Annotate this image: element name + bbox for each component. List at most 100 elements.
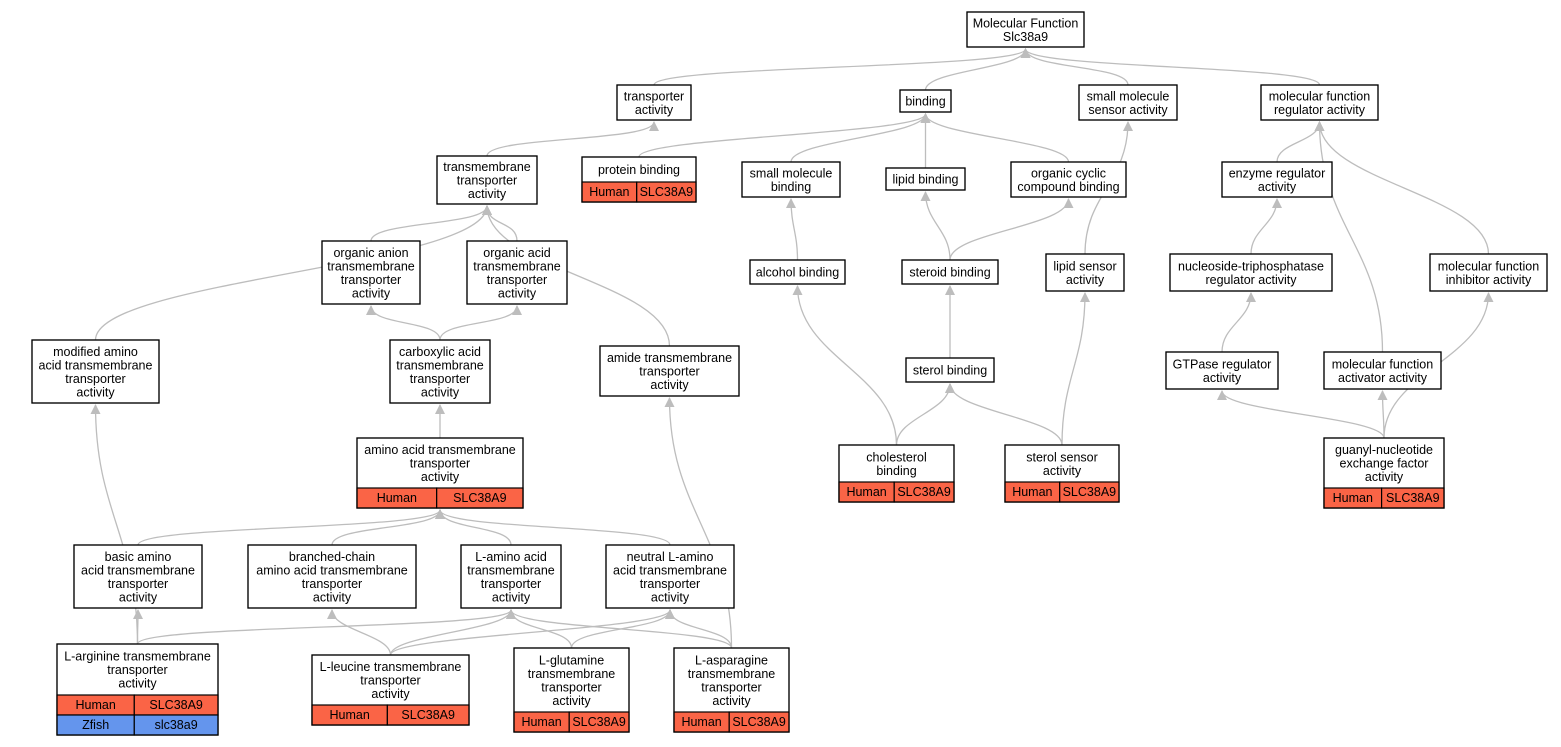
is-a-edge [439, 305, 522, 341]
node-label-line: exchange factor [1340, 457, 1429, 471]
go-term-node[interactable]: binding [899, 89, 952, 113]
is-a-edge [1314, 121, 1384, 353]
node-box [605, 544, 735, 609]
go-term-node[interactable]: organic aniontransmembranetransporteract… [321, 240, 421, 305]
node-label-line: basic amino [105, 550, 172, 564]
go-term-node[interactable]: sterol binding [905, 357, 995, 383]
is-a-edge [786, 198, 799, 261]
node-label-line: transporter [360, 674, 420, 688]
node-label-line: molecular function [1332, 357, 1433, 371]
node-label-line: activity [352, 286, 391, 300]
node-border [1004, 444, 1120, 503]
go-term-node[interactable]: L-glutaminetransmembranetransporteractiv… [513, 647, 630, 733]
is-a-edge [895, 383, 955, 446]
node-label-line: binding [771, 180, 811, 194]
node-label-line: L-leucine transmembrane [320, 660, 462, 674]
node-border [321, 240, 421, 305]
node-label-line: regulator activity [1205, 273, 1297, 287]
species-label: Human [589, 185, 629, 199]
node-label-line: carboxylic acid [399, 345, 481, 359]
node-label-line: activity [552, 694, 591, 708]
gene-label: SLC38A9 [572, 715, 626, 729]
is-a-edge [1061, 292, 1090, 446]
node-border [605, 544, 735, 609]
gene-label: SLC38A9 [401, 708, 455, 722]
go-term-node[interactable]: L-arginine transmembranetransporteractiv… [56, 643, 219, 736]
species-label: Human [846, 485, 886, 499]
is-a-edge [792, 285, 898, 446]
node-border [1323, 437, 1445, 509]
is-a-edge [920, 191, 951, 261]
is-a-edge [945, 383, 1063, 446]
node-border [1169, 253, 1333, 292]
species-label: Human [75, 698, 115, 712]
go-term-node[interactable]: L-leucine transmembranetransporteractivi… [311, 654, 470, 726]
node-box [247, 544, 417, 609]
node-border [581, 156, 697, 203]
node-label-line: activity [635, 103, 674, 117]
is-a-edge [389, 609, 675, 656]
node-label-line: protein binding [598, 163, 680, 177]
node-label-line: activity [498, 286, 537, 300]
go-term-node[interactable]: carboxylic acidtransmembranetransportera… [389, 339, 491, 404]
gene-label: slc38a9 [155, 718, 198, 732]
node-label-line: L-asparagine [695, 653, 768, 667]
node-label-line: transporter [341, 273, 401, 287]
is-a-edge [1276, 121, 1325, 163]
node-border [1221, 161, 1333, 198]
node-border [436, 155, 538, 205]
go-term-node[interactable]: L-amino acidtransmembranetransporteracti… [460, 544, 562, 609]
node-label-line: organic anion [333, 246, 408, 260]
node-label-line: organic cyclic [1031, 166, 1106, 180]
node-label-line: regulator activity [1274, 103, 1366, 117]
go-term-node[interactable]: alcohol binding [749, 259, 846, 285]
node-label-line: activity [421, 470, 460, 484]
node-border [460, 544, 562, 609]
gene-label: SLC38A9 [1063, 485, 1117, 499]
is-a-edge [366, 305, 441, 341]
node-label-line: Slc38a9 [1003, 30, 1048, 44]
is-a-edge [1020, 48, 1321, 86]
go-term-node[interactable]: lipid binding [885, 167, 966, 191]
is-a-edge [664, 397, 733, 649]
node-border [466, 240, 568, 305]
node-label-line: activity [468, 187, 507, 201]
is-a-edge [435, 509, 671, 546]
node-label-line: activity [313, 590, 352, 604]
node-border [741, 161, 841, 198]
node-border [1429, 253, 1548, 292]
go-term-node[interactable]: amino acid transmembranetransporteractiv… [356, 437, 524, 509]
node-label-line: activity [1203, 371, 1242, 385]
is-a-edge [331, 509, 445, 546]
go-term-node[interactable]: steroid binding [901, 259, 999, 285]
node-border [389, 339, 491, 404]
go-term-node[interactable]: L-asparaginetransmembranetransporteracti… [673, 647, 790, 733]
node-label-line: Molecular Function [973, 16, 1079, 30]
node-border [1010, 161, 1127, 198]
is-a-edge [920, 113, 1070, 163]
go-term-node[interactable]: organic acidtransmembranetransporteracti… [466, 240, 568, 305]
